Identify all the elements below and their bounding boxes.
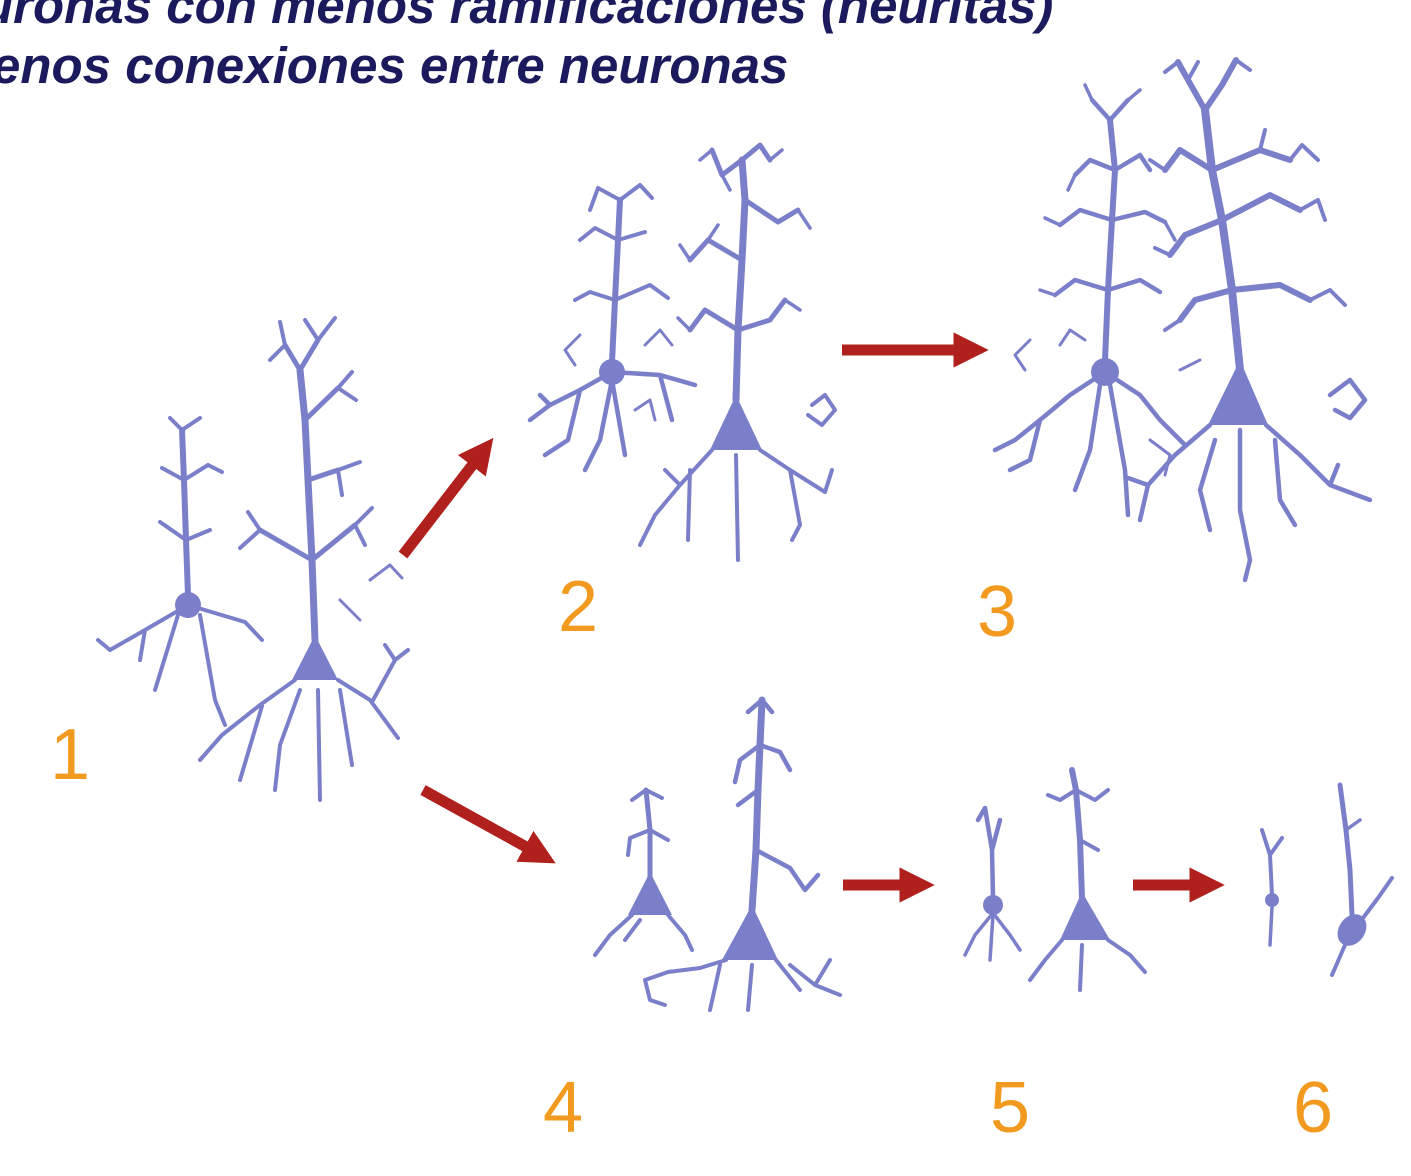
neuron-stage-6-icon bbox=[1262, 785, 1392, 975]
neuron-stage-1-icon bbox=[98, 318, 408, 800]
stage-label-3: 3 bbox=[977, 576, 1017, 648]
arrow-1-to-4-icon bbox=[423, 790, 528, 848]
stage-label-2: 2 bbox=[558, 571, 598, 643]
neuron-stage-2-icon bbox=[530, 145, 835, 560]
stage-label-6: 6 bbox=[1293, 1072, 1333, 1144]
neuron-stage-3-icon bbox=[995, 60, 1370, 580]
stage-label-1: 1 bbox=[50, 719, 90, 791]
neuron-stage-4-icon bbox=[595, 700, 840, 1010]
stage-label-4: 4 bbox=[543, 1072, 583, 1144]
arrow-1-to-2-icon bbox=[403, 463, 474, 555]
stage-label-5: 5 bbox=[990, 1072, 1030, 1144]
neuron-stage-5-icon bbox=[965, 770, 1145, 990]
